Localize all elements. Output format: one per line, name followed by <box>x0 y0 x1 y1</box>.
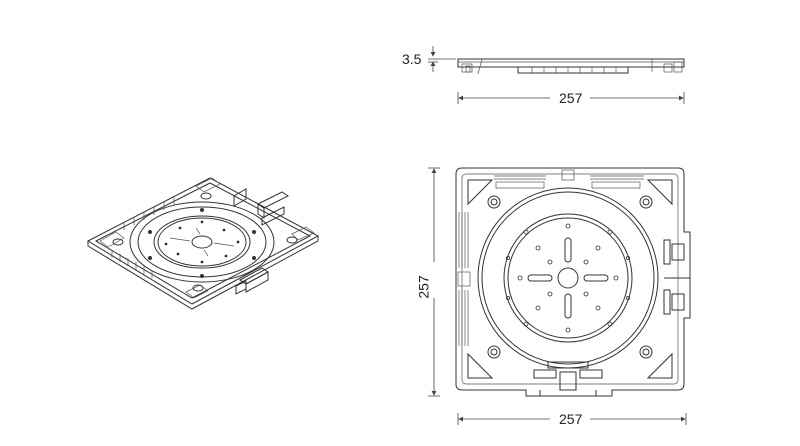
top-height-dimension-label: 257 <box>415 275 432 299</box>
top-width-dimension-label: 257 <box>559 411 583 427</box>
thickness-dimension-label: 3.5 <box>402 51 422 67</box>
isometric-view <box>86 177 320 310</box>
top-view <box>428 167 691 425</box>
side-width-dimension-label: 257 <box>559 90 583 106</box>
side-view <box>428 46 685 104</box>
